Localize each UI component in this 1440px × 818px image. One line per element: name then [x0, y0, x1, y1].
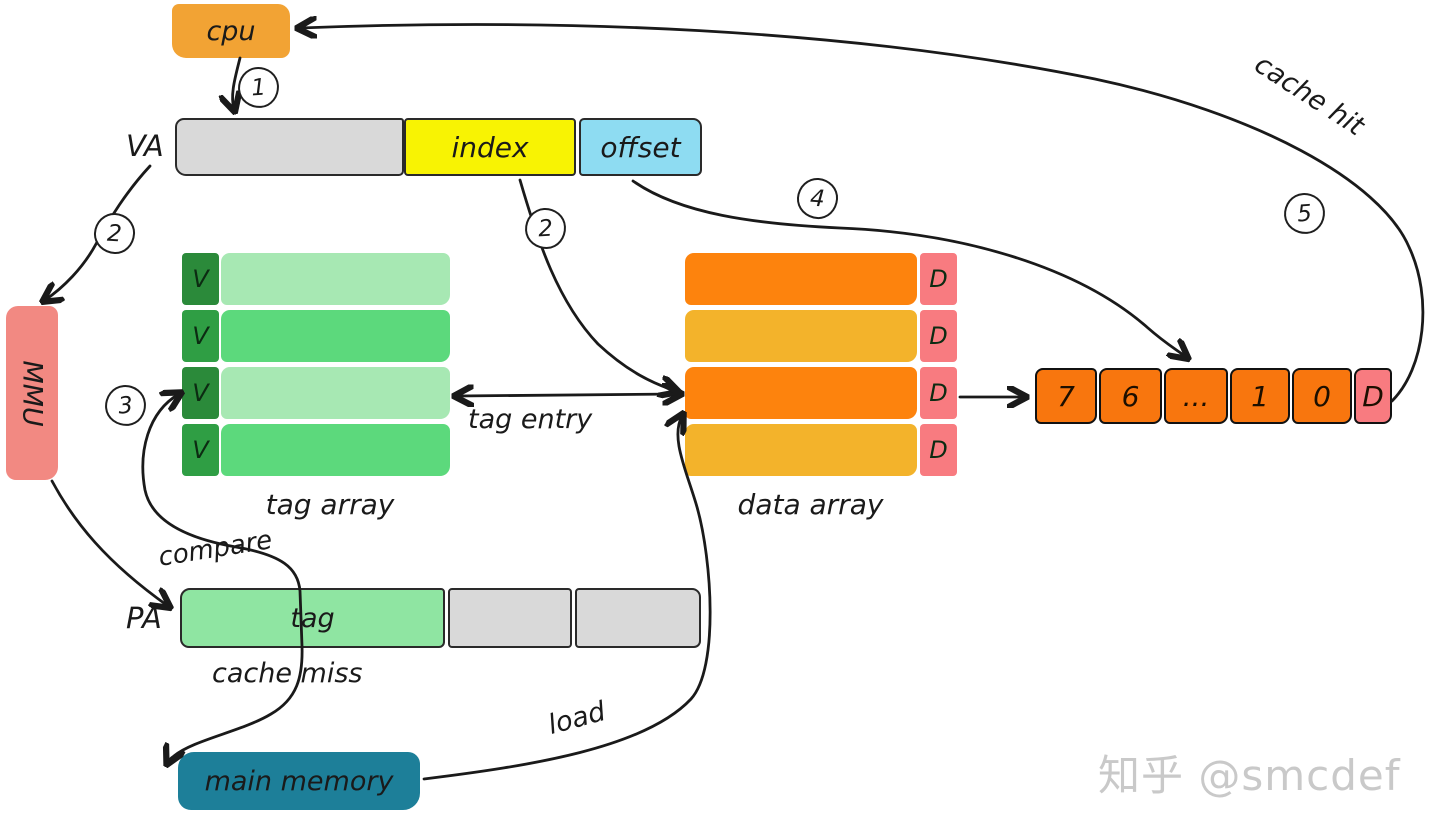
main-memory-label: main memory — [204, 765, 394, 797]
compare-label: compare — [156, 525, 275, 573]
pa-tag-segment: tag — [180, 588, 445, 648]
step-1-badge: 1 — [236, 65, 281, 110]
va-upper-bits-segment — [175, 118, 404, 176]
dirty-bit-cell: D — [920, 310, 957, 362]
valid-bit-cell: V — [182, 310, 219, 362]
data-row — [685, 253, 917, 305]
va-offset-segment: offset — [579, 118, 702, 176]
cache-line-dirty-cell: D — [1354, 368, 1392, 424]
pa-middle-segment — [448, 588, 572, 648]
cache-line-byte-cell: 6 — [1099, 368, 1162, 424]
dirty-bit-cell: D — [920, 253, 957, 305]
cpu-label: cpu — [206, 15, 256, 47]
cache-line-byte-cell: 1 — [1230, 368, 1290, 424]
cpu-box: cpu — [172, 4, 290, 58]
mmu-box: MMU — [6, 306, 58, 480]
dirty-bit-cell: D — [920, 367, 957, 419]
pa-tag-label: tag — [290, 602, 335, 634]
main-memory-box: main memory — [178, 752, 420, 810]
step-2-mmu-badge: 2 — [92, 211, 137, 256]
valid-bit-cell: V — [182, 253, 219, 305]
tag-row — [221, 424, 450, 476]
tag-array-label: tag array — [265, 488, 395, 521]
step-4-badge: 4 — [795, 176, 840, 221]
va-index-segment: index — [404, 118, 576, 176]
dirty-bit-cell: D — [920, 424, 957, 476]
tag-row — [221, 367, 450, 419]
cache-line-byte-cell: 0 — [1292, 368, 1352, 424]
tag-entry-double-arrow — [457, 394, 679, 396]
cache-line-ellipsis-cell: ... — [1164, 368, 1228, 424]
cache-miss-label: cache miss — [212, 658, 363, 689]
data-array-label: data array — [737, 488, 884, 521]
arrow-mmu-to-pa — [50, 479, 168, 606]
data-row — [685, 367, 917, 419]
step-5-badge: 5 — [1282, 191, 1327, 236]
cache-hit-label: cache hit — [1248, 48, 1370, 143]
data-row — [685, 310, 917, 362]
cache-line-byte-cell: 7 — [1035, 368, 1097, 424]
va-offset-label: offset — [600, 130, 681, 164]
load-label: load — [544, 696, 609, 741]
pa-label: PA — [126, 601, 162, 635]
watermark: 知乎 @smcdef — [1098, 751, 1401, 800]
step-3-badge: 3 — [103, 383, 148, 428]
tag-entry-label: tag entry — [468, 404, 593, 435]
valid-bit-cell: V — [182, 424, 219, 476]
va-label: VA — [126, 129, 164, 163]
pa-low-segment — [575, 588, 701, 648]
data-row — [685, 424, 917, 476]
valid-bit-cell: V — [182, 367, 219, 419]
tag-row — [221, 310, 450, 362]
mmu-label: MMU — [16, 359, 48, 427]
step-2-index-badge: 2 — [523, 206, 568, 251]
tag-row — [221, 253, 450, 305]
va-index-label: index — [451, 130, 529, 164]
